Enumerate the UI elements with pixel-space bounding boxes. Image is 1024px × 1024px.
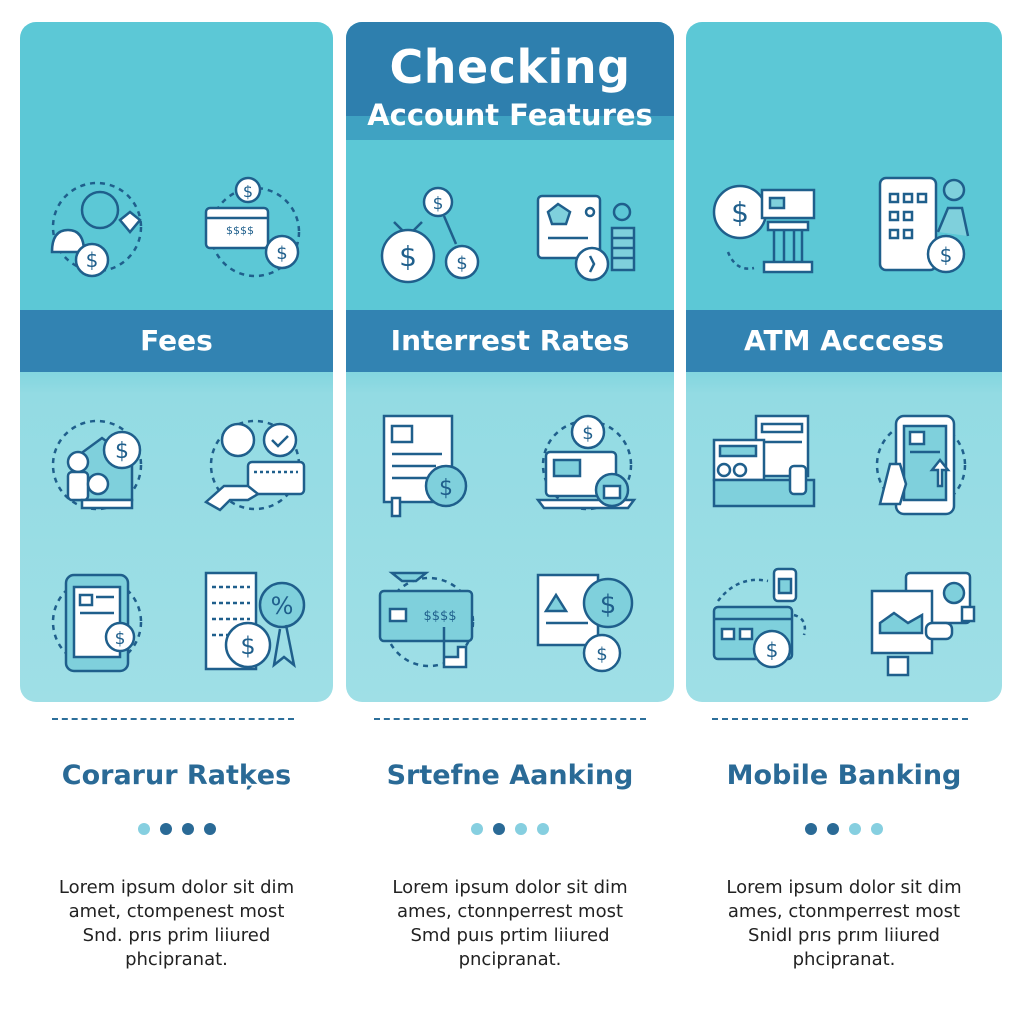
pagination-dot[interactable] [159, 823, 172, 835]
hand-card-icon [200, 410, 310, 520]
description-col-2: Lorem ipsum dolor sit dim ames, ctonnper… [346, 876, 674, 972]
svg-text:$: $ [766, 638, 779, 662]
bank-gear-icon: $ [708, 172, 818, 282]
band-atm: ATM Acccess [686, 310, 1002, 372]
pagination-dots-col-3 [686, 820, 1002, 835]
description-line: ames, ctonnperrest most [396, 901, 624, 922]
divider-1 [52, 718, 294, 720]
subtitle-col-1: Corarur Ratķes [61, 760, 292, 791]
svg-text:$: $ [276, 243, 287, 264]
subtitle-col-3: Mobile Banking [726, 760, 962, 791]
feature-card-fees: Fees $ $ $$$$ $ $ [20, 22, 333, 702]
description-line: Snd. prıs prim liiured [82, 925, 271, 946]
credit-card-icon: $ $$$$ $ [200, 172, 310, 282]
svg-text:$$$$: $$$$ [423, 609, 456, 624]
svg-text:$: $ [439, 476, 453, 501]
feature-card-interest: Checking Account Features Interrest Rate… [346, 22, 674, 702]
card-dollar-icon: $ [708, 567, 818, 677]
money-bag-icon: $ [42, 172, 152, 282]
document-dollar-icon: $ [376, 410, 486, 520]
svg-text:$: $ [596, 644, 607, 665]
card-coins-icon [532, 182, 642, 292]
pagination-dot[interactable] [537, 823, 549, 835]
description-col-3: Lorem ipsum dolor sit dim ames, ctonmper… [686, 876, 1002, 972]
feature-card-atm: ATM Acccess $ $ [686, 22, 1002, 702]
title-line-1: Checking [389, 40, 631, 94]
svg-text:$: $ [940, 243, 953, 267]
description-line: Lorem ipsum dolor sit dim [392, 877, 628, 898]
pagination-dot[interactable] [805, 823, 817, 835]
atm-machine-icon [708, 410, 818, 520]
main-title: Checking [346, 22, 674, 116]
pagination-dots-col-2 [346, 820, 674, 835]
svg-text:$: $ [582, 423, 593, 444]
svg-text:$: $ [240, 632, 255, 660]
svg-text:$: $ [433, 194, 444, 214]
subtitle-col-2: Srtefne Aanking [386, 760, 634, 791]
svg-text:$: $ [243, 182, 253, 201]
description-line: amet, ctompenest most [68, 901, 285, 922]
svg-text:$: $ [86, 248, 99, 272]
phone-checklist-icon: $ [866, 172, 976, 282]
svg-text:%: % [271, 592, 294, 620]
pagination-dot[interactable] [849, 823, 861, 835]
svg-text:$: $ [115, 439, 129, 464]
band-interest: Interrest Rates [346, 310, 674, 372]
pagination-dot[interactable] [137, 823, 150, 835]
band-fees: Fees [20, 310, 333, 372]
laptop-lock-icon: $ [532, 410, 642, 520]
svg-text:$: $ [399, 240, 417, 273]
divider-2 [374, 718, 646, 720]
house-dollar-icon: $ [42, 410, 152, 520]
description-line: Snidl prıs prım liiured [748, 925, 940, 946]
svg-text:$: $ [115, 629, 126, 649]
title-underband [346, 116, 674, 140]
title-line-2: Account Features [367, 98, 653, 132]
pagination-dot[interactable] [493, 823, 505, 835]
card-tap-icon: $$$$ [374, 567, 484, 677]
pagination-dot[interactable] [203, 823, 216, 835]
tablet-dollar-icon: $ [42, 567, 152, 677]
description-line: phcipranat. [792, 949, 896, 970]
svg-text:$: $ [600, 590, 617, 620]
description-line: Lorem ipsum dolor sit dim [58, 877, 295, 898]
percent-badge-icon: % $ [200, 567, 310, 677]
description-line: pncipranat. [458, 949, 562, 970]
svg-text:$: $ [456, 253, 467, 274]
description-line: phcipranat. [125, 949, 228, 970]
pagination-dot[interactable] [181, 823, 194, 835]
pagination-dot[interactable] [515, 823, 527, 835]
pagination-dot[interactable] [827, 823, 839, 835]
coins-bag-icon: $ $ $ [374, 182, 484, 292]
mobile-hand-icon [866, 410, 976, 520]
svg-text:$: $ [731, 196, 749, 229]
document-gear-icon: $ $ [532, 567, 642, 677]
screen-handshake-icon [866, 567, 976, 677]
description-line: ames, ctonmperrest most [727, 901, 961, 922]
pagination-dot[interactable] [471, 823, 483, 835]
description-line: Smd puıs prtim liiured [410, 925, 610, 946]
description-col-1: Lorem ipsum dolor sit dim amet, ctompene… [20, 876, 333, 972]
description-line: Lorem ipsum dolor sit dim [726, 877, 962, 898]
pagination-dot[interactable] [871, 823, 883, 835]
svg-text:$$$$: $$$$ [226, 224, 254, 237]
divider-3 [712, 718, 968, 720]
pagination-dots-col-1 [20, 820, 333, 835]
